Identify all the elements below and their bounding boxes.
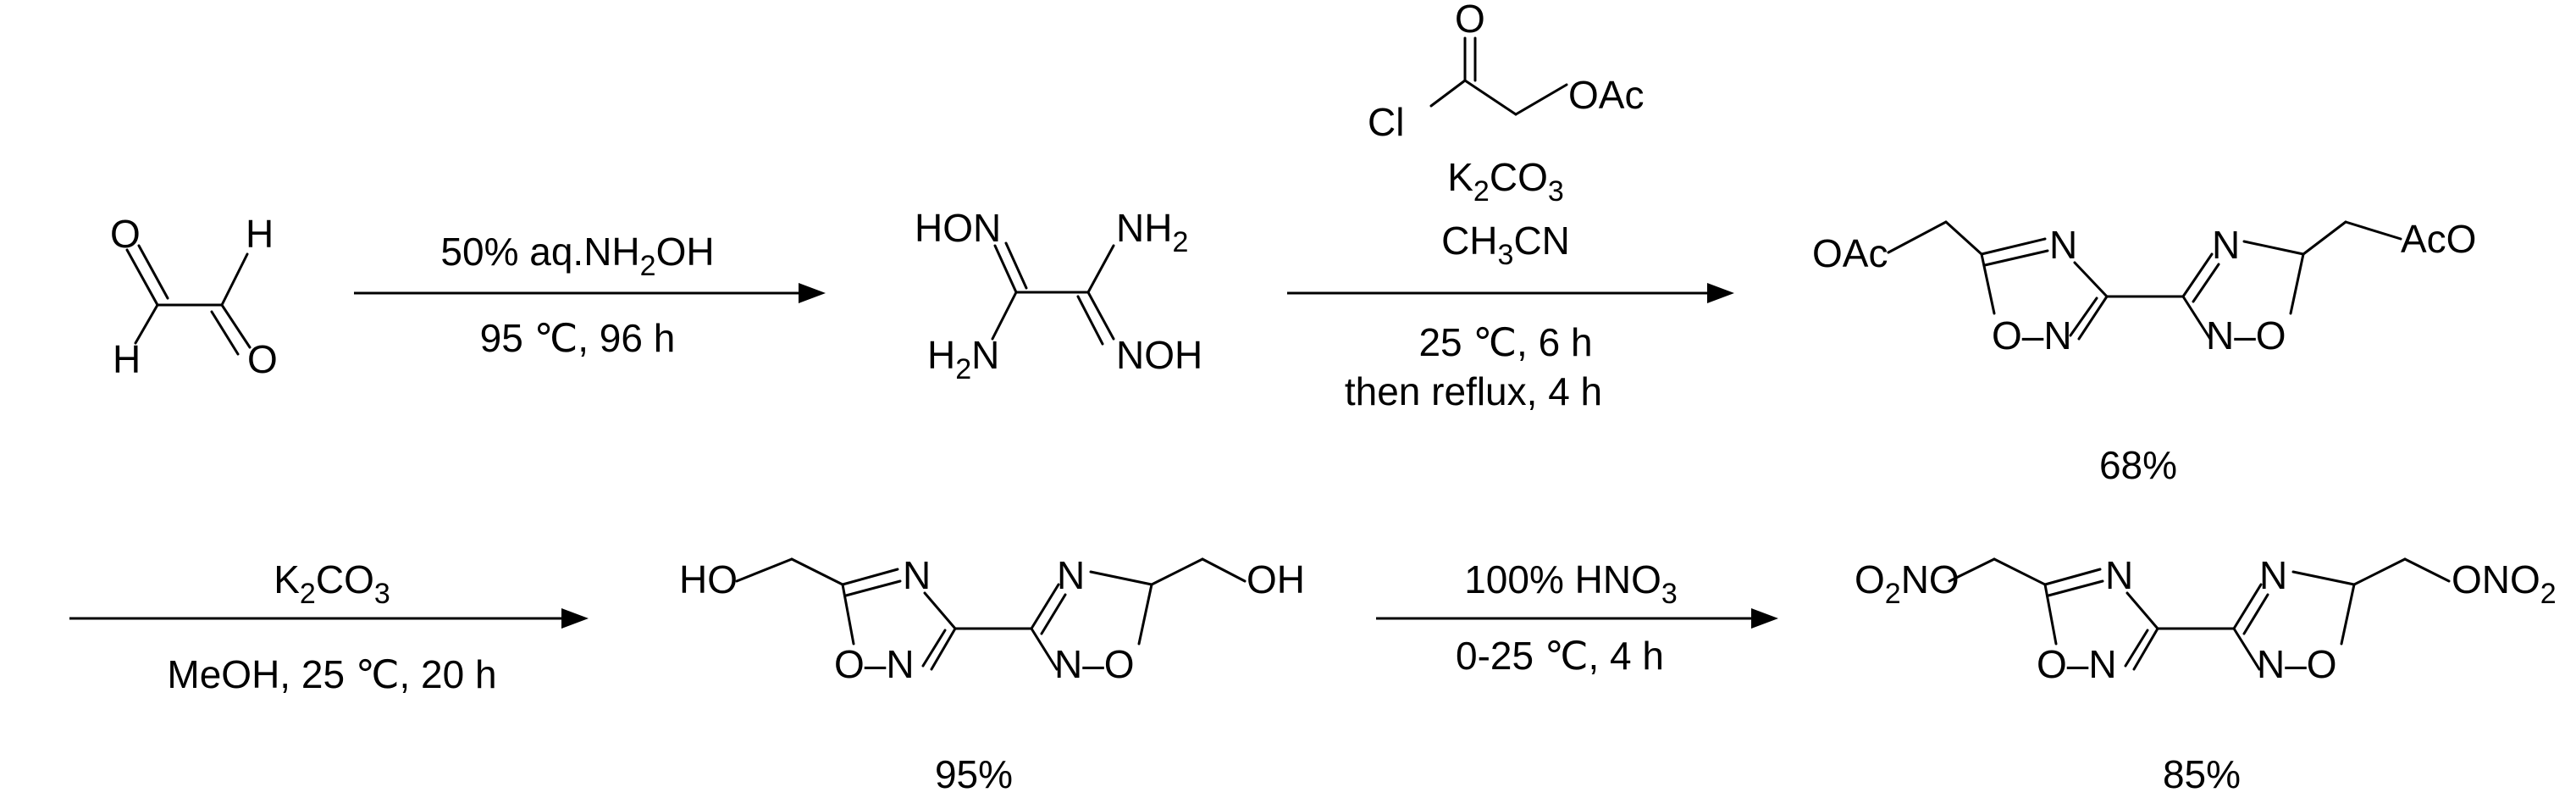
atom-o: O: [247, 337, 278, 381]
bond-c-o2-double: [210, 310, 240, 356]
reaction-arrow-2: K2CO3 CH3CN 25 ℃, 6 h then reflux, 4 h: [1287, 155, 1734, 413]
diaminoglyoxime-structure: HON NH2 H2N NOH: [915, 206, 1202, 385]
atom-o: O: [110, 212, 141, 256]
label-oac: OAc: [1568, 73, 1644, 117]
step2-conditions-2: then reflux, 4 h: [1345, 369, 1602, 413]
bis-oxadiazole-diol-structure: HO N O–N N N–O OH: [679, 553, 1305, 686]
step2-conditions-1: 25 ℃, 6 h: [1418, 320, 1592, 364]
bond-c-o-double: [137, 244, 169, 300]
acetoxyacetyl-chloride-structure: O Cl OAc: [1368, 0, 1644, 144]
step3-yield: 95%: [935, 752, 1013, 796]
glyoxal-structure: O H H O: [110, 212, 278, 381]
atom-n: N: [1057, 553, 1085, 597]
step2-yield: 68%: [2099, 443, 2177, 487]
label-h2n: H2N: [927, 333, 999, 385]
label-ono2: ONO2: [2452, 557, 2557, 610]
atom-h: H: [113, 337, 141, 381]
label-nh2: NH2: [1116, 206, 1188, 258]
label-hon: HON: [915, 206, 1001, 250]
label-o2no: O2NO: [1855, 557, 1960, 610]
ring-n-o: N–O: [2257, 642, 2337, 686]
bis-oxadiazole-diacetate-structure: OAc N O–N N N–O AcO: [1812, 217, 2476, 357]
label-oh: OH: [1247, 557, 1305, 601]
atom-o: O: [1455, 0, 1485, 41]
label-ho: HO: [679, 557, 738, 601]
step4-reagent: 100% HNO3: [1464, 557, 1678, 610]
reaction-arrow-4: 100% HNO3 0-25 ℃, 4 h: [1376, 557, 1778, 678]
atom-n: N: [903, 553, 931, 597]
step1-conditions: 95 ℃, 96 h: [480, 316, 676, 360]
label-noh: NOH: [1116, 333, 1202, 377]
bis-oxadiazole-dinitrate-structure: O2NO N O–N N N–O ONO2: [1855, 553, 2557, 686]
step4-yield: 85%: [2163, 752, 2241, 796]
step2-k2co3: K2CO3: [1447, 155, 1564, 208]
atom-n: N: [2105, 553, 2133, 597]
atom-n: N: [2212, 223, 2240, 267]
ring-n-o: N–O: [2206, 313, 2286, 357]
step3-conditions: MeOH, 25 ℃, 20 h: [167, 652, 496, 696]
ring-o-n: O–N: [1992, 313, 2072, 357]
step3-reagent: K2CO3: [274, 557, 390, 610]
atom-n: N: [2259, 553, 2287, 597]
step2-solvent: CH3CN: [1441, 219, 1570, 271]
step1-reagent: 50% aq.NH2OH: [440, 230, 714, 282]
bond-c-o: [125, 248, 159, 307]
reaction-arrow-3: K2CO3 MeOH, 25 ℃, 20 h: [69, 557, 589, 696]
bond-c-o2: [220, 303, 252, 349]
label-aco: AcO: [2401, 217, 2476, 261]
label-oac: OAc: [1812, 231, 1888, 275]
ring-o-n: O–N: [2037, 642, 2117, 686]
atom-n: N: [2049, 223, 2077, 267]
step4-conditions: 0-25 ℃, 4 h: [1456, 634, 1664, 678]
reaction-arrow-1: 50% aq.NH2OH 95 ℃, 96 h: [354, 230, 826, 360]
atom-cl: Cl: [1368, 100, 1404, 144]
ring-n-o: N–O: [1054, 642, 1135, 686]
bond-c-h: [134, 303, 159, 345]
bond-c-h2: [220, 252, 249, 307]
atom-h: H: [246, 212, 274, 256]
ring-o-n: O–N: [834, 642, 915, 686]
